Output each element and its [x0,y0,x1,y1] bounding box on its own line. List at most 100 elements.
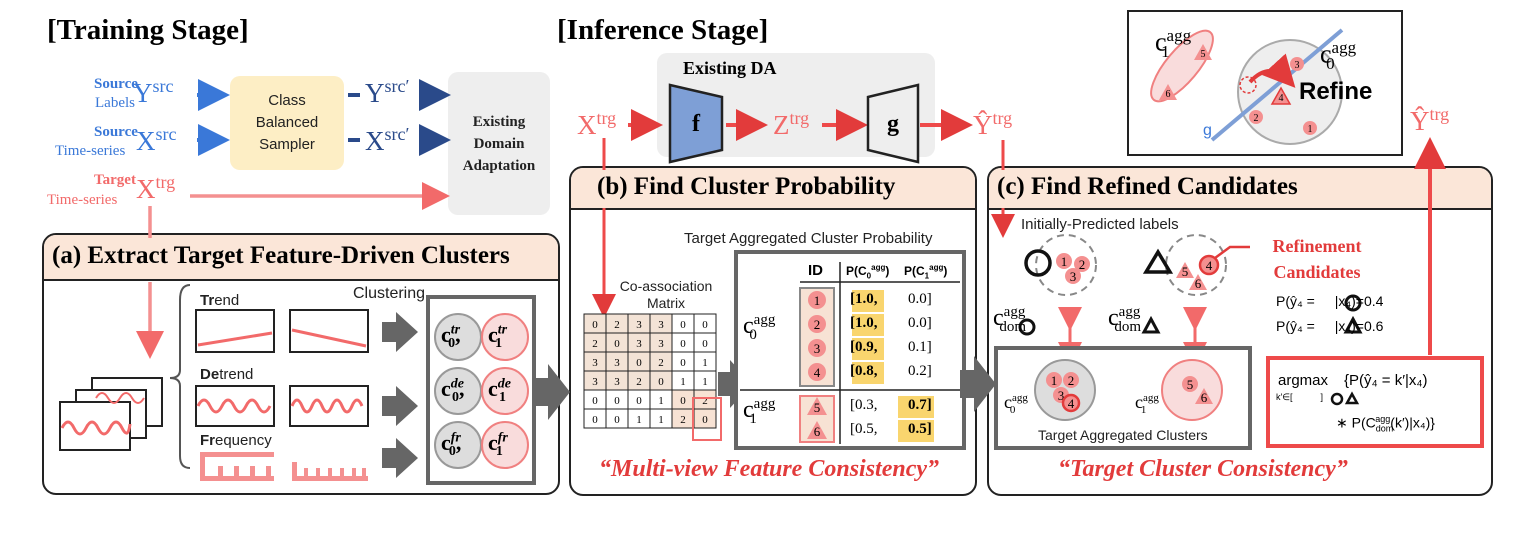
matrix-value: 1 [658,414,664,426]
col-p1: P(C1agg) [904,263,948,281]
inset-cluster1 [1150,29,1214,103]
table-caption: Target Aggregated Cluster Probability [684,230,933,247]
matrix-value: 0 [702,319,708,331]
cluster-label: ctr1 [488,322,508,352]
arrow-b-c [960,356,996,412]
clustering-label: Clustering [353,285,426,302]
matrix-value: 2 [702,395,708,407]
p0-value: [0.5, [850,421,878,437]
p1-value: 0.7] [908,397,932,413]
inset-c0: cagg0 [1320,38,1357,73]
highlight-cells [852,290,934,442]
matrix-value: 0 [592,414,598,426]
coassoc-label: Co-association Matrix [619,278,713,311]
refinement-candidates: Refinement Candidates [1272,236,1362,282]
trend-box-1 [195,309,275,353]
training-stage-title: [Training Stage] [47,14,249,46]
p1-value: 0.1] [908,339,932,355]
panel-c-point [1046,372,1062,388]
id-value: 4 [814,365,821,380]
panel-c-point-label: 3 [1058,388,1065,403]
matrix-value: 2 [658,357,664,369]
matrix-value: 3 [658,319,664,331]
cluster-label: cde0, [441,376,465,406]
id-circle [808,363,826,381]
cluster-label: cfr0, [441,430,462,460]
panel-c-point [1195,388,1213,404]
target-ts-bottom: Time-series [47,192,118,208]
panel-c-header: (c) Find Refined Candidates [989,168,1491,210]
col-id: ID [808,262,823,279]
refinement-point-label: 4 [1206,258,1213,273]
id-value: 1 [814,293,821,308]
p1-value: 0.0] [908,315,932,331]
argmax-term1: {P(ŷ₄ = k′|x₄) [1344,372,1428,389]
cluster-circles [434,313,529,469]
argmax-box [1266,356,1484,448]
agg-c0-label: cagg0 [1004,392,1028,416]
prob-circle: P(ŷ₄ =|x₄)=0.4 [1276,293,1384,309]
inference-stage-title: [Inference Stage] [557,14,769,46]
inset-points: 5 6 3 4 2 1 [1159,44,1317,135]
panel-c-point [1182,376,1198,392]
p1-value: 0.5] [908,421,932,437]
init-cluster1 [1165,234,1227,296]
matrix-value: 3 [592,376,598,388]
panel-c-point [1176,262,1194,278]
source-labels-bottom: Labels [95,95,135,111]
frequency-bars-2 [292,462,368,481]
source-labels-top: Source [94,76,138,92]
panel-c-point-label: 5 [1187,377,1194,392]
matrix-value: 2 [636,376,642,388]
target-cluster-consistency: “Target Cluster Consistency” [1058,456,1348,482]
x-src: Xsrc [136,124,177,156]
cdom-triangle: caggdom [1108,304,1141,335]
arrow-detrend [382,386,418,426]
id-triangle [807,397,827,415]
id-triangle [807,421,827,439]
panel-b-title: (b) Find Cluster Probability [597,173,896,200]
panel-c-point-label: 6 [1201,390,1208,405]
panel-c-point-label: 3 [1070,269,1077,284]
prob-triangle: P(ŷ₄ =|x₄)=0.6 [1276,318,1384,334]
class-balanced-sampler: Class Balanced Sampler [230,76,344,170]
matrix-value: 1 [658,395,664,407]
panel-c-point [1056,253,1072,269]
id-circle [808,291,826,309]
cluster-label: ctr0, [441,322,461,352]
inset-c1: cagg1 [1155,26,1192,61]
col-p0: P(C0agg) [846,263,890,281]
matrix-value: 3 [614,376,620,388]
argmax-label: argmax [1278,372,1329,389]
inset-g-label: g [1203,122,1212,139]
argmax-term2: ∗ P(Cdomagg(k′)|x₄)} [1336,414,1435,434]
matrix-value: 3 [636,319,642,331]
inference-x-trg: Xtrg [577,108,617,140]
arrow-a-b [536,364,570,420]
matrix-value: 3 [636,338,642,350]
matrix-highlight [692,397,722,441]
init-labels: Initially-Predicted labels [1021,216,1179,233]
matrix-value: 1 [702,376,708,388]
frequency-bars-1 [200,452,274,481]
panel-c-point-label: 6 [1195,276,1202,291]
matrix-value: 2 [614,319,620,331]
id-value: 5 [814,400,821,415]
classifier-g [866,83,920,164]
clusters-caption: Target Aggregated Clusters [1038,427,1208,443]
panel-c-point [1065,268,1081,284]
panel-c-point-label: 2 [1068,373,1075,388]
id-value: 6 [814,424,821,439]
panel-c-point [1063,372,1079,388]
panel-c-title: (c) Find Refined Candidates [997,173,1298,200]
matrix-value: 1 [636,414,642,426]
p0-value: [0.3, [850,397,878,413]
panel-c-point-label: 1 [1061,254,1068,269]
p0-value: [1.0, [850,315,878,331]
matrix-value: 0 [680,319,686,331]
p0-value: [0.8, [850,363,878,379]
svg-text:2: 2 [1254,113,1259,124]
